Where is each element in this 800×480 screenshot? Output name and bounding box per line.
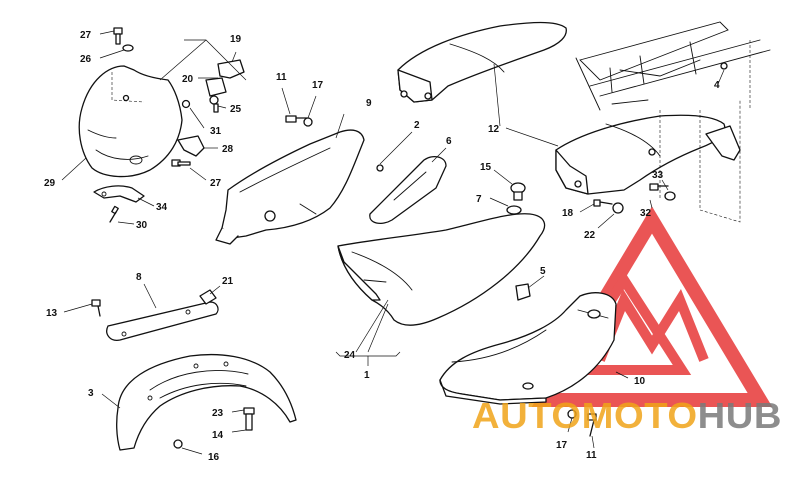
label-32: 32 bbox=[640, 208, 652, 219]
label-34: 34 bbox=[156, 202, 168, 213]
bracket-34 bbox=[93, 185, 155, 225]
label-24: 24 bbox=[344, 350, 356, 361]
label-30: 30 bbox=[136, 220, 148, 231]
label-12: 12 bbox=[488, 124, 500, 135]
rear-subframe bbox=[575, 21, 771, 223]
label-28: 28 bbox=[222, 144, 234, 155]
front-mudguard-3 bbox=[101, 353, 297, 455]
screw-27-top bbox=[99, 27, 134, 59]
headlight-fairing bbox=[61, 65, 183, 181]
label-18: 18 bbox=[562, 208, 574, 219]
label-16: 16 bbox=[208, 452, 220, 463]
bracket-8 bbox=[63, 283, 221, 341]
label-4: 4 bbox=[714, 80, 720, 91]
label-25: 25 bbox=[230, 104, 242, 115]
bracket-19 bbox=[159, 39, 247, 113]
label-26: 26 bbox=[80, 54, 92, 65]
fuel-cap-15 bbox=[489, 169, 526, 215]
label-17a: 17 bbox=[312, 80, 324, 91]
label-1: 1 bbox=[364, 370, 370, 381]
label-29: 29 bbox=[44, 178, 56, 189]
label-7: 7 bbox=[476, 194, 482, 205]
watermark-m-icon bbox=[595, 288, 709, 362]
watermark-hub: HUB bbox=[698, 395, 782, 436]
label-11a: 11 bbox=[276, 72, 287, 83]
watermark-moto: MOTO bbox=[582, 395, 698, 436]
label-19: 19 bbox=[230, 34, 242, 45]
bracket-28 bbox=[171, 99, 218, 181]
label-21: 21 bbox=[222, 276, 234, 287]
label-17b: 17 bbox=[556, 440, 568, 451]
seat-assembly bbox=[335, 213, 546, 366]
label-9: 9 bbox=[366, 98, 372, 109]
rear-fender-lower bbox=[505, 114, 741, 195]
part-number-labels: 27 26 19 20 25 31 28 27 29 34 30 11 17 9… bbox=[44, 30, 720, 463]
label-27b: 27 bbox=[210, 178, 222, 189]
panel-6 bbox=[369, 147, 447, 225]
label-27a: 27 bbox=[80, 30, 92, 41]
label-11b: 11 bbox=[586, 450, 597, 461]
label-31: 31 bbox=[210, 126, 222, 137]
label-14: 14 bbox=[212, 430, 224, 441]
label-8: 8 bbox=[136, 272, 142, 283]
side-cover-10 bbox=[439, 275, 629, 449]
label-5: 5 bbox=[540, 266, 546, 277]
rear-fender-upper bbox=[397, 21, 567, 127]
label-22: 22 bbox=[584, 230, 596, 241]
label-23: 23 bbox=[212, 408, 224, 419]
label-2: 2 bbox=[414, 120, 420, 131]
label-3: 3 bbox=[88, 388, 94, 399]
side-cover-9 bbox=[215, 87, 413, 245]
fender-hardware bbox=[579, 179, 676, 229]
label-10: 10 bbox=[634, 376, 646, 387]
label-33: 33 bbox=[652, 170, 664, 181]
label-15: 15 bbox=[480, 162, 492, 173]
label-6: 6 bbox=[446, 136, 452, 147]
label-13: 13 bbox=[46, 308, 58, 319]
watermark-auto: AUTO bbox=[472, 395, 582, 436]
label-20: 20 bbox=[182, 74, 194, 85]
